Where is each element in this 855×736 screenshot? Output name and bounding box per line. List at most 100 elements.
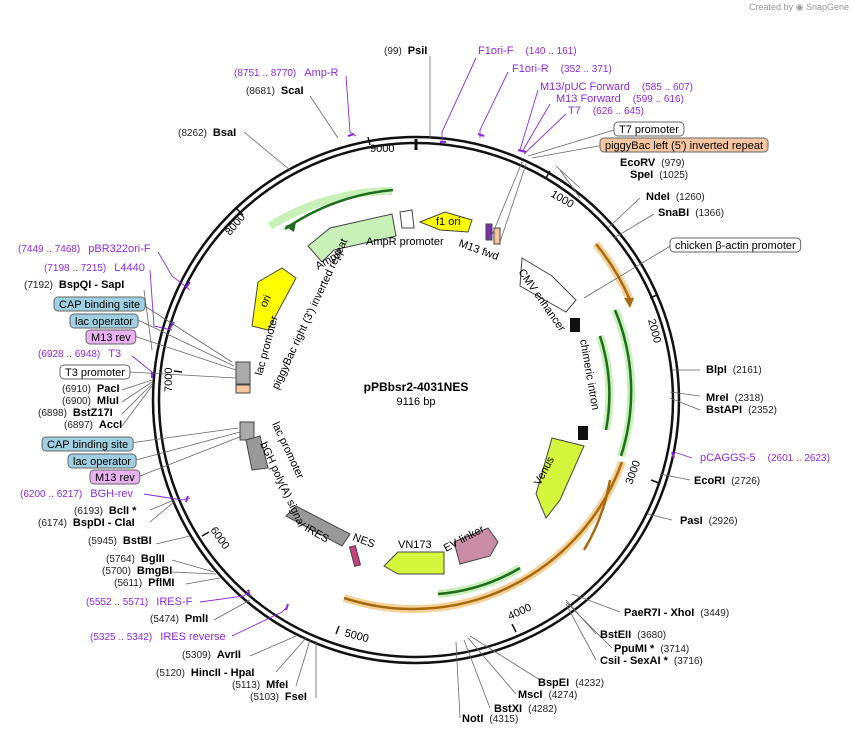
linker-arc [437,566,521,596]
venus-shape [535,437,585,519]
feature-box-label: M13 rev [95,472,135,484]
primer-label: F1ori-R(352 .. 371) [512,63,612,75]
site-leaders [121,56,701,719]
site-label: BstEII(3680) [600,629,666,641]
piggybac-right-shape [235,384,251,394]
primer-label: (5325 .. 5342)IRES reverse [90,631,226,643]
tick-label: 4000 [506,601,533,622]
site-label: (6910)PacI [62,383,120,395]
tick-label: 1000 [549,188,576,211]
site-label: BstXI(4282) [494,703,557,715]
primer-marks [151,133,675,611]
site-label: (5103)FseI [250,691,307,703]
feature-label: ori [258,293,274,309]
primer-label: (5552 .. 5571)IRES-F [86,596,193,608]
primer-label: M13 Forward(599 .. 616) [556,93,684,105]
ori-shape [251,267,297,331]
ampr-shape [307,213,397,263]
m13-fwd-shape [485,223,493,241]
feature-box [59,364,131,380]
backbone-outer [151,135,681,665]
snapgene-logo-icon: ◉ [795,2,804,12]
site-label: NotI(4315) [462,713,518,725]
site-label: (6900)MluI [62,395,119,407]
ires-shape [285,505,351,547]
site-label: EcoRV(979) [620,157,685,169]
tick-label: 3000 [624,459,644,486]
feature-box [613,121,685,137]
feature-label: f1 ori [436,216,460,228]
cmv-enhancer-shape [519,257,577,313]
feature-box [67,453,137,469]
site-label: (8262)BsaI [178,127,236,139]
feature-box [41,436,134,452]
primer-label: (8751 .. 8770)Amp-R [234,67,339,79]
credit-prefix: Created by [749,2,794,12]
intron-marker-top [570,318,580,332]
tick-label: 7000 [163,368,175,392]
feature-label: VN173 [398,539,432,551]
feature-label: bGH poly(A) signal [257,440,307,529]
site-label: EcoRI(2726) [694,475,760,487]
site-label: (6898)BstZ17I [38,407,113,419]
intron-arc-2 [613,309,633,457]
primer-label: M13/pUC Forward(585 .. 607) [540,81,693,93]
nes-shape [348,544,362,568]
site-label: (5474)PmlI [150,613,208,625]
primer-label: (6928 .. 6948)T3 [38,348,121,360]
feature-box-label: lac operator [73,456,131,468]
site-label: (99)PsiI [384,45,427,57]
feature-box-label: piggyBac left (5') inverted repeat [605,140,763,152]
site-label: (5309)AvrII [182,649,241,661]
site-label: (5113)MfeI [232,679,288,691]
cba-arc [595,243,632,301]
site-label: CsiI - SexAI *(3716) [600,655,703,667]
site-label: (5120)HincII - HpaI [156,667,254,679]
credit-brand: SnapGene [805,2,849,12]
site-label: SpeI(1025) [630,169,688,181]
lac-promoter-shape [235,361,251,385]
primer-label: F1ori-F(140 .. 161) [478,45,577,57]
feature-box-label: T7 promoter [619,124,679,136]
primer-label: (6200 .. 6217)BGH-rev [20,488,134,500]
site-label: MreI(2318) [706,392,764,404]
primer-label: (7198 .. 7215)L4440 [44,262,145,274]
cba-arrowhead [624,298,634,308]
site-label: (5945)BstBI [88,535,152,547]
site-label: PaeR7I - XhoI(3449) [624,607,729,619]
feature-box-label: CAP binding site [47,439,128,451]
site-label: (8681)ScaI [246,85,304,97]
site-label: (5700)BmgBI [102,565,172,577]
venus-arc [582,479,612,551]
feature-box [85,329,137,345]
feature-label: piggyBac right (3') inverted repeat [270,237,351,391]
primer-label: T7(626 .. 645) [568,105,644,117]
ampr-arrowhead [285,222,296,232]
site-label: BstAPI(2352) [706,404,777,416]
tick-marks [173,136,660,635]
box-leaders [129,129,673,477]
feature-box [669,237,802,253]
t7-promoter-shape [493,227,501,245]
site-label: PasI(2926) [680,515,738,527]
tick-label: 5000 [343,627,370,645]
ampr-promoter-shape [399,209,415,229]
bgh-shape [245,435,269,471]
f1-ori-shape [418,211,473,233]
primer-label: (7449 .. 7468)pBR322ori-F [18,243,151,255]
tick-label: 9000 [370,143,394,155]
cds-arc [343,461,624,611]
site-label: BspEI(4232) [538,677,604,689]
feature-label: chimeric intron [577,338,601,411]
vn173-shape [383,551,445,575]
site-label: BlpI(2161) [706,364,762,376]
site-label: (5764)BglII [106,553,165,565]
site-label: NdeI(1260) [646,191,705,203]
feature-box [53,296,146,312]
feature-box [89,469,141,485]
site-label: (7192)BspQI - SapI [24,279,124,291]
tick-label: 8000 [223,211,248,237]
site-label: (5611)PflMI [114,577,174,589]
site-label: (6193)BclI * [74,505,137,517]
